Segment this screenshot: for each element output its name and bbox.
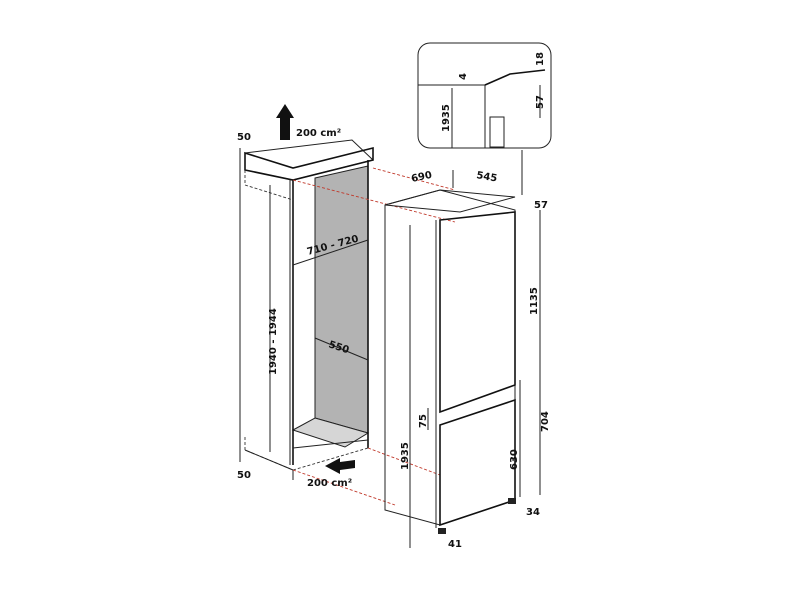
detail-height-label: 1935 [441,104,452,132]
niche-cabinet [239,104,375,480]
lower-section-label: 704 [540,411,551,432]
alignment-guides [292,167,456,506]
vent-up-arrow-icon [276,104,294,140]
lower-door-label: 630 [509,449,520,470]
niche-height-label: 1940 - 1944 [268,308,279,375]
vent-in-arrow-icon [325,458,355,474]
appliance-width-label: 545 [475,170,498,184]
appliance-height-label: 1935 [400,442,411,470]
detail-gap-label: 4 [458,73,469,80]
mid-gap-label: 75 [418,414,429,428]
top-vent-label: 200 cm² [296,128,341,139]
appliance-depth-label: 690 [410,170,433,185]
bottom-clearance-label: 50 [237,470,251,481]
detail-offset-label: 18 [535,52,546,66]
foot-label: 41 [448,539,462,550]
bottom-vent-label: 200 cm² [307,478,352,489]
top-clearance-label: 50 [237,132,251,143]
detail-door-gap-label: 57 [535,95,546,109]
detail-inset [417,42,552,149]
top-gap-label: 57 [534,200,548,211]
upper-door-label: 1135 [529,287,540,315]
appliance [384,150,541,548]
foot-depth-label: 34 [526,507,540,518]
